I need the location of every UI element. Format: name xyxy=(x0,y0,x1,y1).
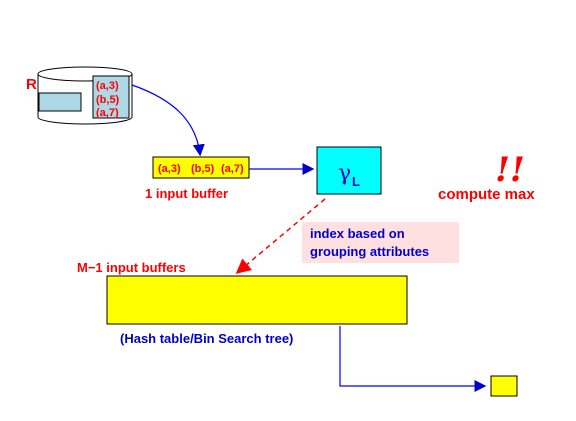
relation-tuple-1: (a,3) xyxy=(96,80,119,92)
input-buffer-label: 1 input buffer xyxy=(145,186,228,201)
output-buffer-box xyxy=(490,375,518,397)
index-note-line1: index based on xyxy=(310,226,405,241)
operator-symbol: γ xyxy=(338,161,351,186)
compute-max-label: compute max xyxy=(438,186,535,203)
relation-label: R xyxy=(26,76,37,93)
relation-r-disk xyxy=(37,66,133,125)
disk-block-left xyxy=(38,92,82,112)
memory-buffers-label: M−1 input buffers xyxy=(77,260,186,275)
exclamation-marks: !! xyxy=(495,150,525,190)
read-arrow xyxy=(131,84,205,157)
operator-subscript: L xyxy=(352,174,360,189)
disk-block-right xyxy=(92,75,130,119)
memory-buffers-box xyxy=(106,275,408,325)
buffer-tuple-3: (a,7) xyxy=(221,163,244,175)
memory-buffers-caption: (Hash table/Bin Search tree) xyxy=(120,331,293,346)
index-arrow xyxy=(235,198,326,274)
index-note-line2: grouping attributes xyxy=(310,244,429,259)
relation-tuple-3: (a,7) xyxy=(96,107,119,119)
input-buffer-box xyxy=(152,156,250,179)
relation-tuple-2: (b,5) xyxy=(96,94,120,106)
operator-box xyxy=(316,146,382,195)
index-note-box xyxy=(302,222,459,263)
buffer-tuple-1: (a,3) xyxy=(158,163,181,175)
output-arrow xyxy=(339,326,487,392)
buffer-tuple-2: (b,5) xyxy=(191,163,215,175)
